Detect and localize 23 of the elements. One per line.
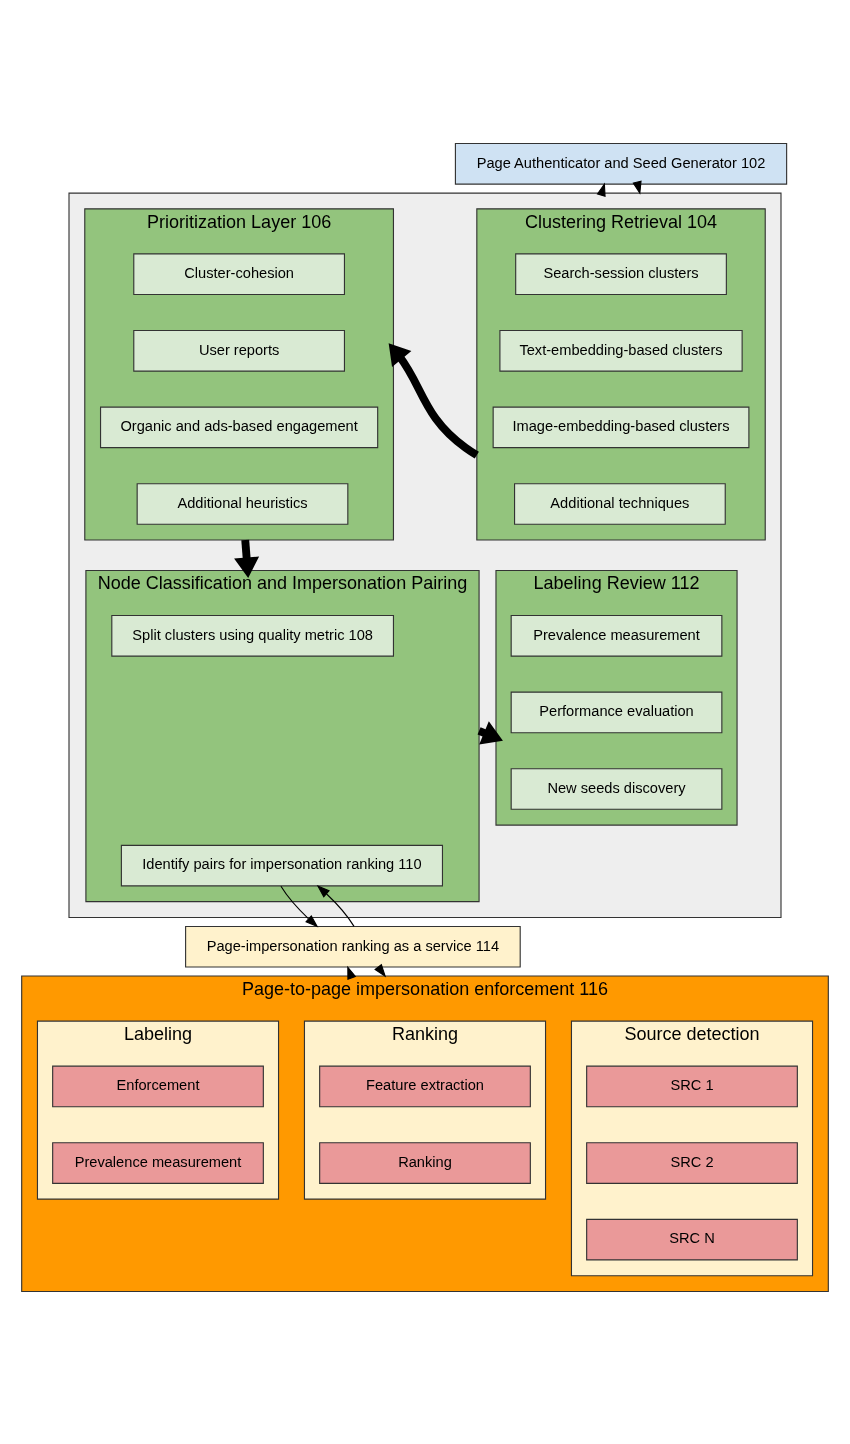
node-box: Search-session clusters [515,253,727,296]
arrow [388,343,479,459]
arrow [234,539,260,578]
node-box: Additional techniques [514,483,726,525]
node-box: SRC 1 [586,1065,798,1108]
node-box: Additional heuristics [136,483,349,525]
node-box: Prevalence measurement [510,614,723,657]
node-box: Text-embedding-based clusters [499,329,743,372]
node-box: New seeds discovery [510,768,723,810]
node-box: Organic and ads-based engagement [100,406,379,449]
node-box: Ranking [319,1142,531,1184]
node-box: Image-embedding-based clusters [492,406,750,449]
arrow [280,885,319,928]
node-box: Split clusters using quality metric 108 [111,614,395,657]
node-box: Performance evaluation [510,691,723,734]
node-box: Identify pairs for impersonation ranking 110 [120,844,444,887]
node-box: Feature extraction [319,1065,531,1108]
node-box: Prevalence measurement [52,1142,264,1184]
node-box: Cluster-cohesion [133,253,345,296]
node-box: User reports [133,329,345,372]
node-box: SRC N [586,1218,798,1261]
node-box: SRC 2 [586,1142,798,1184]
node-box: Enforcement [52,1065,264,1108]
